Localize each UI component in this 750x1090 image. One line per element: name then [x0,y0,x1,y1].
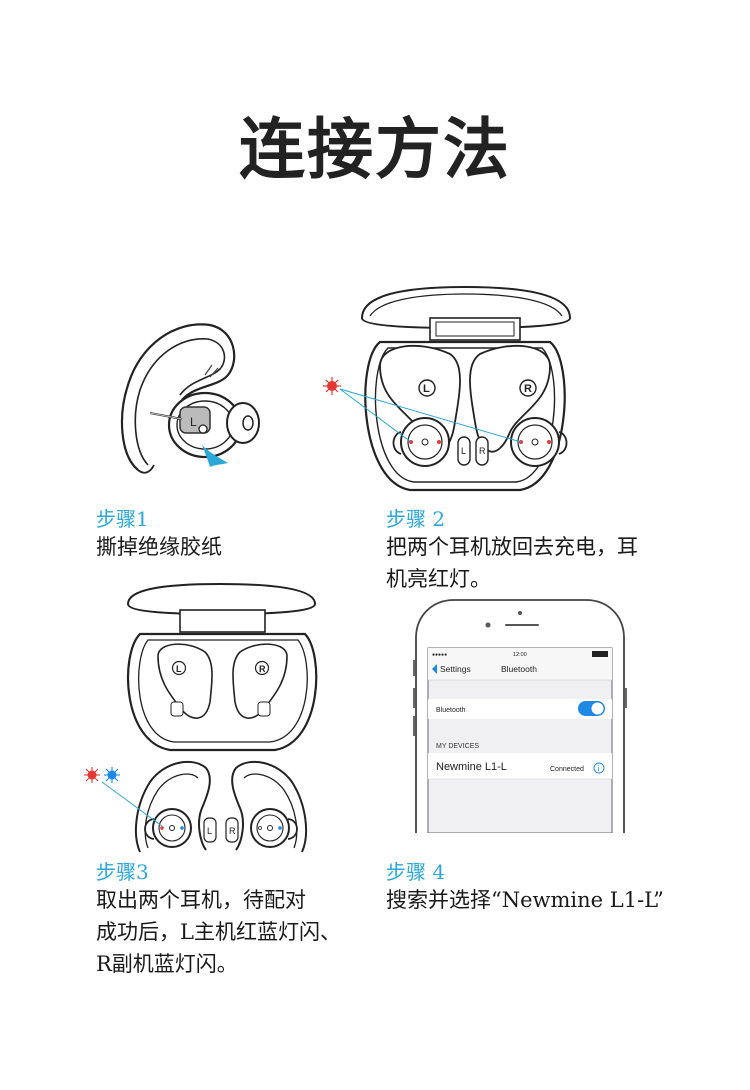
bluetooth-row-label: Bluetooth [436,707,466,714]
device-name[interactable]: Newmine L1-L [436,761,507,773]
svg-text:L: L [176,664,182,674]
phone-signal: ●●●●● [432,652,447,658]
step-2-line-1: 把两个耳机放回去充电，耳 [386,535,638,559]
settings-back-link[interactable]: Settings [440,664,471,674]
svg-text:R: R [479,446,486,456]
info-icon[interactable] [593,762,605,774]
step-4-label: 步骤 4 [386,860,446,884]
step-4-line-1: 搜索并选择“Newmine L1-L” [386,888,664,912]
svg-text:i: i [598,766,600,773]
step-1-text: 撕掉绝缘胶纸 [96,531,222,563]
svg-text:L: L [461,446,466,456]
case-right-mark: R [524,383,532,395]
phone-bluetooth-illustration: ●●●●● 12:00 Settings Bluetooth Bluetooth… [413,599,627,833]
page-title: 连接方法 [239,111,511,188]
step-1-label: 步骤1 [96,507,149,531]
earbud-tape-illustration: L [120,323,260,474]
step-3-label: 步骤3 [96,860,149,884]
step-2-label: 步骤 2 [386,507,446,531]
step-3-line-1: 取出两个耳机，待配对 [96,888,306,912]
svg-text:L: L [190,415,197,429]
step-4-text: 搜索并选择“Newmine L1-L” [386,884,664,916]
step-3-line-3: R副机蓝灯闪。 [96,952,238,976]
case-left-mark: L [423,383,430,395]
step-3-text: 取出两个耳机，待配对 成功后，L主机红蓝灯闪、 R副机蓝灯闪。 [96,884,341,980]
step-1-line-1: 撕掉绝缘胶纸 [96,535,222,559]
step-3-line-2: 成功后，L主机红蓝灯闪、 [96,920,341,944]
screen-title: Bluetooth [501,664,537,674]
pairing-illustration: L R L R [84,582,318,853]
loose-right-mark: R [229,826,236,836]
phone-time: 12:00 [513,652,527,658]
svg-text:R: R [259,664,266,674]
step-2-line-2: 机亮红灯。 [386,567,491,591]
loose-left-mark: L [207,826,212,836]
my-devices-header: MY DEVICES [436,743,479,750]
step-2-text: 把两个耳机放回去充电，耳 机亮红灯。 [386,531,638,595]
device-status: Connected [550,766,584,773]
charging-case-illustration: L R L R [323,285,572,492]
